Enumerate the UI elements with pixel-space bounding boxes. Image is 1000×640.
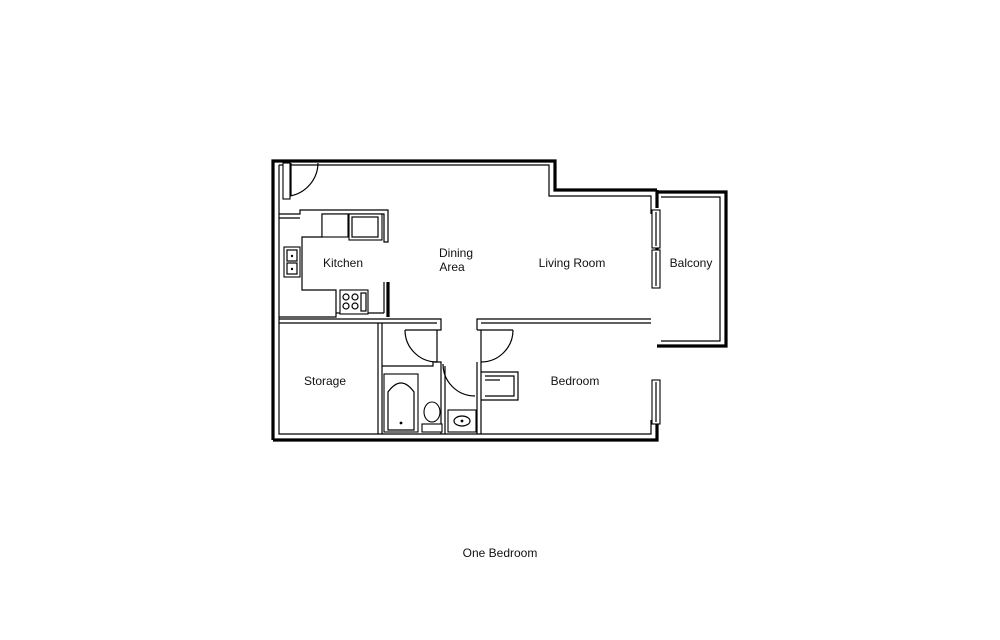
room-label-bedroom: Bedroom <box>551 374 600 388</box>
plan-title: One Bedroom <box>462 546 538 560</box>
room-label-living-room: Living Room <box>539 256 606 270</box>
balcony-outline <box>657 190 728 348</box>
room-label-kitchen: Kitchen <box>323 256 363 270</box>
interior-wall-lines <box>278 164 652 435</box>
room-label-balcony: Balcony <box>670 256 713 270</box>
room-label-storage: Storage <box>304 374 346 388</box>
exterior-walls <box>271 159 659 442</box>
refrigerator <box>321 213 349 238</box>
bath-door <box>404 329 438 363</box>
toilet <box>421 401 443 433</box>
living-room-window <box>651 209 661 289</box>
dishwasher <box>348 213 383 241</box>
storage-door <box>442 363 476 397</box>
bathroom-sink <box>447 409 477 433</box>
central-partition <box>279 318 651 331</box>
bedroom-window <box>651 379 661 425</box>
bedroom-closet <box>481 371 519 401</box>
kitchen-sink <box>283 246 301 278</box>
lower-partitions <box>377 323 482 434</box>
bedroom-door <box>480 329 514 363</box>
bathtub <box>383 373 419 433</box>
entry-door <box>282 162 319 200</box>
room-label-dining-line1: Dining <box>439 246 473 260</box>
stove <box>339 289 369 315</box>
room-label-dining-line2: Area <box>439 260 465 274</box>
